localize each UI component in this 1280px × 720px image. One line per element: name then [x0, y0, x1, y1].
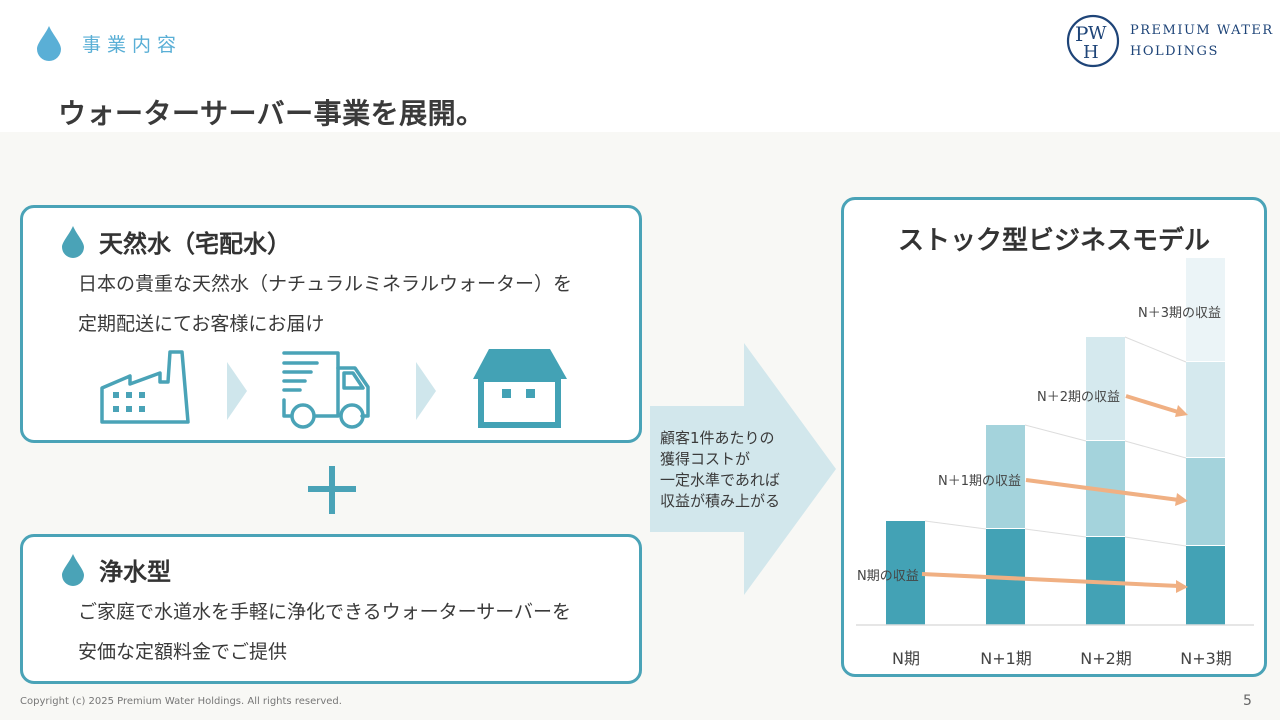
card-line: 安価な定額料金でご提供	[78, 641, 288, 663]
chevron-right-icon	[416, 362, 436, 420]
section-label: 事業内容	[36, 25, 182, 61]
plus-icon	[308, 466, 356, 514]
bar-n-segment-n	[886, 521, 925, 625]
arrow-n-revenue	[921, 572, 1180, 588]
x-tick-label: N+1期	[980, 649, 1032, 668]
callout-line: 顧客1件あたりの	[660, 429, 775, 447]
company-logo: P W H PREMIUM WATER HOLDINGS	[1066, 14, 1274, 68]
stock-business-model-card: ストック型ビジネスモデル	[841, 197, 1267, 677]
callout-line: 獲得コストが	[660, 450, 751, 468]
delivery-flow	[100, 349, 567, 429]
card-line: 日本の貴重な天然水（ナチュラルミネラルウォーター）を	[78, 273, 573, 295]
logo-line-1: PREMIUM WATER	[1130, 23, 1274, 38]
label-n-revenue: N期の収益	[857, 569, 919, 584]
water-drop-icon	[62, 225, 84, 258]
svg-text:P: P	[1075, 22, 1088, 46]
label-n1-revenue: N＋1期の収益	[938, 474, 1021, 489]
section-label-text: 事業内容	[82, 33, 183, 56]
bar-n2-segment-n2	[1086, 337, 1125, 440]
copyright-text: Copyright (c) 2025 Premium Water Holding…	[20, 696, 342, 707]
bar-n1-segment-n1	[986, 425, 1025, 528]
page-number: 5	[1243, 693, 1252, 709]
bar-n3-segment-n1	[1186, 458, 1225, 545]
delivery-truck-icon	[282, 351, 370, 429]
label-n2-revenue: N＋2期の収益	[1037, 390, 1120, 405]
x-tick-label: N+3期	[1180, 649, 1232, 668]
bar-n3-segment-n	[1186, 546, 1225, 625]
x-tick-label: N+2期	[1080, 649, 1132, 668]
callout-line: 収益が積み上がる	[660, 492, 781, 510]
stacked-bar-chart: N期の収益 N＋1期の収益 N＋2期の収益 N＋3期の収益 N期 N+1期 N+…	[856, 258, 1254, 668]
card-title: 天然水（宅配水）	[99, 230, 291, 258]
callout-line: 一定水準であれば	[660, 471, 780, 489]
chevron-right-icon	[227, 362, 247, 420]
card-line: ご家庭で水道水を手軽に浄化できるウォーターサーバーを	[78, 601, 572, 623]
water-drop-icon	[62, 553, 84, 586]
header: 事業内容 ウォーターサーバー事業を展開。 P W H PREMIUM WATER…	[0, 0, 1280, 132]
arrow-n1-revenue	[1025, 478, 1180, 502]
pwh-logo-icon: P W H	[1066, 14, 1120, 68]
arrow-callout-text: 顧客1件あたりの 獲得コストが 一定水準であれば 収益が積み上がる	[660, 428, 780, 512]
house-icon	[473, 349, 567, 428]
purified-water-card: 浄水型 ご家庭で水道水を手軽に浄化できるウォーターサーバーを 安価な定額料金でご…	[20, 534, 642, 684]
label-n3-revenue: N＋3期の収益	[1138, 306, 1221, 321]
natural-water-card: 天然水（宅配水） 日本の貴重な天然水（ナチュラルミネラルウォーター）を 定期配送…	[20, 205, 642, 443]
svg-text:W: W	[1088, 23, 1107, 44]
arrow-n2-revenue	[1125, 394, 1179, 414]
card-line: 定期配送にてお客様にお届け	[78, 313, 325, 335]
factory-icon	[100, 350, 190, 424]
x-tick-label: N期	[892, 649, 920, 668]
logo-line-2: HOLDINGS	[1130, 44, 1219, 59]
water-drop-icon	[37, 26, 61, 61]
big-right-arrow	[650, 343, 836, 595]
card-title: 浄水型	[99, 558, 171, 586]
bar-n3-segment-n2	[1186, 362, 1225, 457]
page-title: ウォーターサーバー事業を展開。	[58, 97, 485, 130]
svg-text:H: H	[1083, 42, 1099, 63]
chart-title: ストック型ビジネスモデル	[897, 226, 1210, 256]
bar-n3-segment-n3	[1186, 258, 1225, 361]
